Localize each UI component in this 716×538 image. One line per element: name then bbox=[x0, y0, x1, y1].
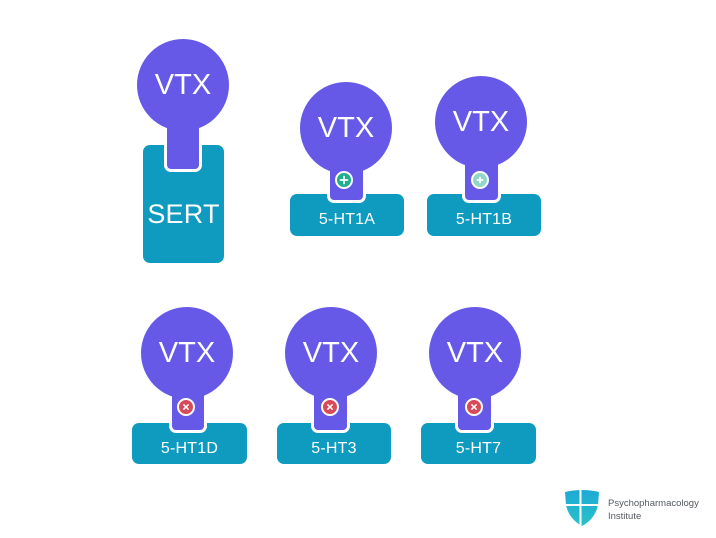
logo-line1: Psychopharmacology bbox=[608, 498, 699, 509]
shield-icon bbox=[564, 489, 600, 526]
plus-icon bbox=[335, 171, 353, 189]
vtx-ligand: VTX bbox=[300, 82, 392, 174]
x-icon bbox=[321, 398, 339, 416]
vtx-ligand: VTX bbox=[137, 39, 229, 131]
5ht3-label: 5-HT3 bbox=[311, 440, 357, 457]
vtx-ligand: VTX bbox=[435, 76, 527, 168]
vtx-ligand: VTX bbox=[141, 307, 233, 399]
logo: Psychopharmacology Institute bbox=[564, 489, 714, 529]
5ht1a-receptor: 5-HT1A bbox=[290, 194, 404, 236]
5ht1a-label: 5-HT1A bbox=[318, 211, 376, 228]
plus-icon bbox=[471, 171, 489, 189]
5ht1d-label: 5-HT1D bbox=[160, 440, 219, 457]
5ht7-label: 5-HT7 bbox=[455, 440, 502, 457]
5ht1b-label: 5-HT1B bbox=[455, 211, 513, 228]
logo-line2: Institute bbox=[608, 511, 642, 522]
x-icon bbox=[177, 398, 195, 416]
sert-label: SERT bbox=[147, 199, 220, 229]
x-icon bbox=[465, 398, 483, 416]
vtx-ligand: VTX bbox=[429, 307, 521, 399]
vtx-ligand: VTX bbox=[285, 307, 377, 399]
